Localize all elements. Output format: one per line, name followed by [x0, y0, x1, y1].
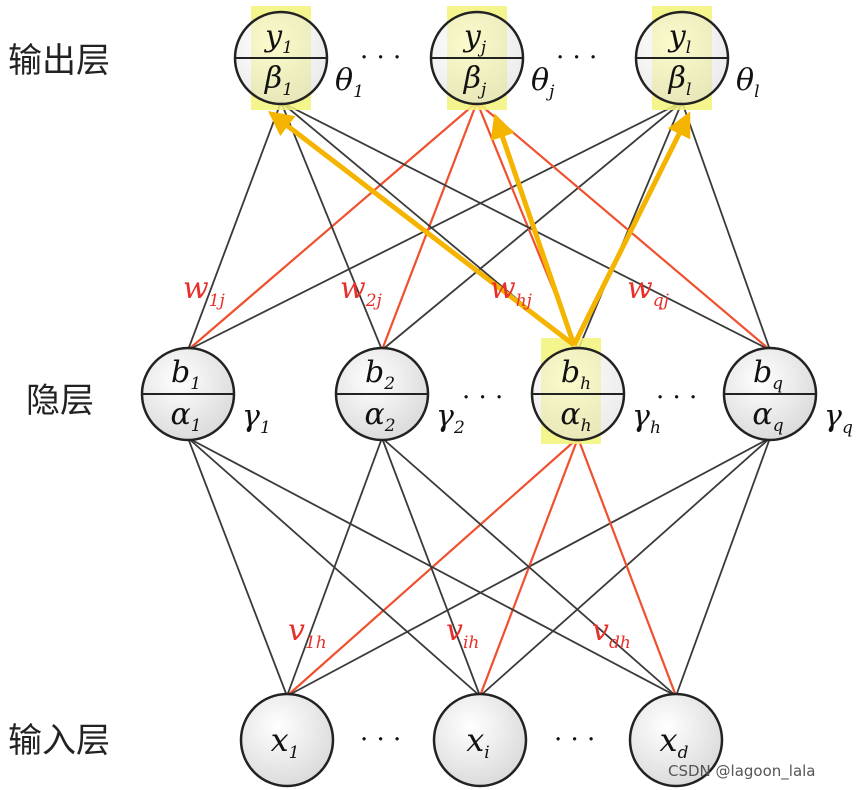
- weight-label-w1j: w1j: [183, 271, 226, 311]
- weight-label-vih: vih: [446, 613, 479, 653]
- node-top-label-o1: y1: [263, 19, 293, 58]
- node-bottom-label-oj: βj: [463, 61, 487, 100]
- threshold-label-hq: γq: [824, 399, 853, 438]
- threshold-label-oj: θj: [531, 63, 555, 102]
- node-circle-xi: [432, 692, 528, 788]
- node-top-label-ol: yl: [667, 19, 691, 58]
- node-top-label-hq: bq: [753, 355, 783, 394]
- node-top-label-hh: bh: [561, 355, 591, 394]
- edge-xi-hq: [479, 437, 771, 697]
- threshold-label-h1: γ1: [242, 399, 271, 438]
- node-bottom-label-ol: βl: [668, 61, 692, 100]
- threshold-label-hh: γh: [632, 399, 661, 438]
- ellipsis-output-b: · · ·: [556, 43, 597, 73]
- node-xi: xi: [432, 692, 528, 788]
- node-top-label-oj: yj: [462, 19, 487, 58]
- edge-hq-oj: [476, 101, 771, 351]
- arrow-to-output-l: [571, 111, 691, 347]
- edge-xd-h2: [381, 437, 677, 697]
- node-x1: x1: [239, 692, 335, 788]
- node-top-label-h2: b2: [365, 355, 395, 394]
- ellipsis-output-a: · · ·: [360, 43, 401, 73]
- gradient-arrows: [268, 110, 691, 347]
- input-hidden-connections: [187, 437, 771, 697]
- ellipsis-input-b: · · ·: [554, 725, 595, 755]
- output-layer-label: 输出层: [8, 41, 110, 81]
- threshold-label-o1: θ1: [335, 63, 364, 102]
- node-circle-xd: [628, 692, 724, 788]
- edge-hq-o1: [280, 101, 771, 351]
- hidden-layer-label: 隐层: [26, 381, 94, 421]
- threshold-label-h2: γ2: [436, 399, 465, 438]
- weight-label-vdh: vdh: [592, 613, 631, 653]
- node-xd: xd: [628, 692, 724, 788]
- ellipsis-hidden-a: · · ·: [462, 383, 503, 413]
- weight-label-v1h: v1h: [288, 613, 327, 653]
- edge-h1-o1: [187, 101, 282, 351]
- weight-label-w2j: w2j: [340, 271, 383, 311]
- edge-h2-o1: [280, 101, 383, 351]
- node-bottom-label-h2: α2: [364, 397, 395, 436]
- input-layer-label: 输入层: [8, 721, 110, 761]
- hidden-output-connections: [187, 101, 771, 351]
- ellipsis-hidden-b: · · ·: [656, 383, 697, 413]
- weight-label-whj: whj: [490, 271, 533, 311]
- node-top-label-h1: b1: [171, 355, 201, 394]
- watermark: CSDN @lagoon_lala: [668, 762, 816, 781]
- edge-xd-hq: [675, 437, 771, 697]
- node-label-x1: x1: [271, 721, 300, 763]
- edge-x1-h1: [187, 437, 288, 697]
- arrow-to-output-1: [268, 110, 576, 347]
- arrow-to-output-j: [490, 113, 577, 346]
- node-bottom-label-h1: α1: [170, 397, 201, 436]
- edge-hh-ol: [577, 101, 683, 351]
- node-bottom-label-o1: β1: [264, 61, 293, 100]
- edge-hq-ol: [681, 101, 771, 351]
- edge-h1-ol: [187, 101, 683, 351]
- node-label-xi: xi: [466, 721, 489, 763]
- edge-xd-h1: [187, 437, 677, 697]
- node-circle-x1: [239, 692, 335, 788]
- node-label-xd: xd: [660, 721, 689, 763]
- ellipsis-input-a: · · ·: [360, 725, 401, 755]
- node-bottom-label-hh: αh: [560, 397, 591, 436]
- edge-xd-hh: [576, 437, 678, 697]
- edge-xi-h1: [187, 437, 481, 697]
- edge-h1-oj: [187, 101, 478, 351]
- node-bottom-label-hq: αq: [752, 397, 783, 436]
- weight-label-wqj: wqj: [627, 271, 670, 311]
- input-nodes: x1 xi xd: [239, 692, 724, 788]
- threshold-label-ol: θl: [736, 63, 760, 102]
